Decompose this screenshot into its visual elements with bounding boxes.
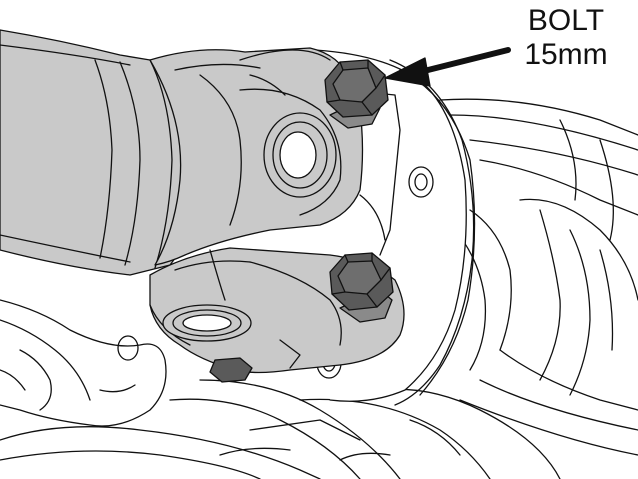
callout-line-bolt: BOLT: [527, 4, 605, 37]
bolt-callout-label: BOLT 15mm: [505, 4, 627, 72]
chassis-crossmember: [439, 98, 638, 456]
lower-bolt-partial: [209, 357, 253, 383]
driveshaft-tube: [0, 29, 198, 276]
middle-bolt: [329, 252, 394, 323]
lower-chassis: [0, 379, 561, 479]
u-joint-yoke: [149, 47, 401, 266]
callout-arrow: [384, 47, 511, 87]
left-mount-bracket: [0, 299, 167, 427]
callout-line-size: 15mm: [524, 38, 608, 71]
top-bolt: [324, 59, 389, 129]
